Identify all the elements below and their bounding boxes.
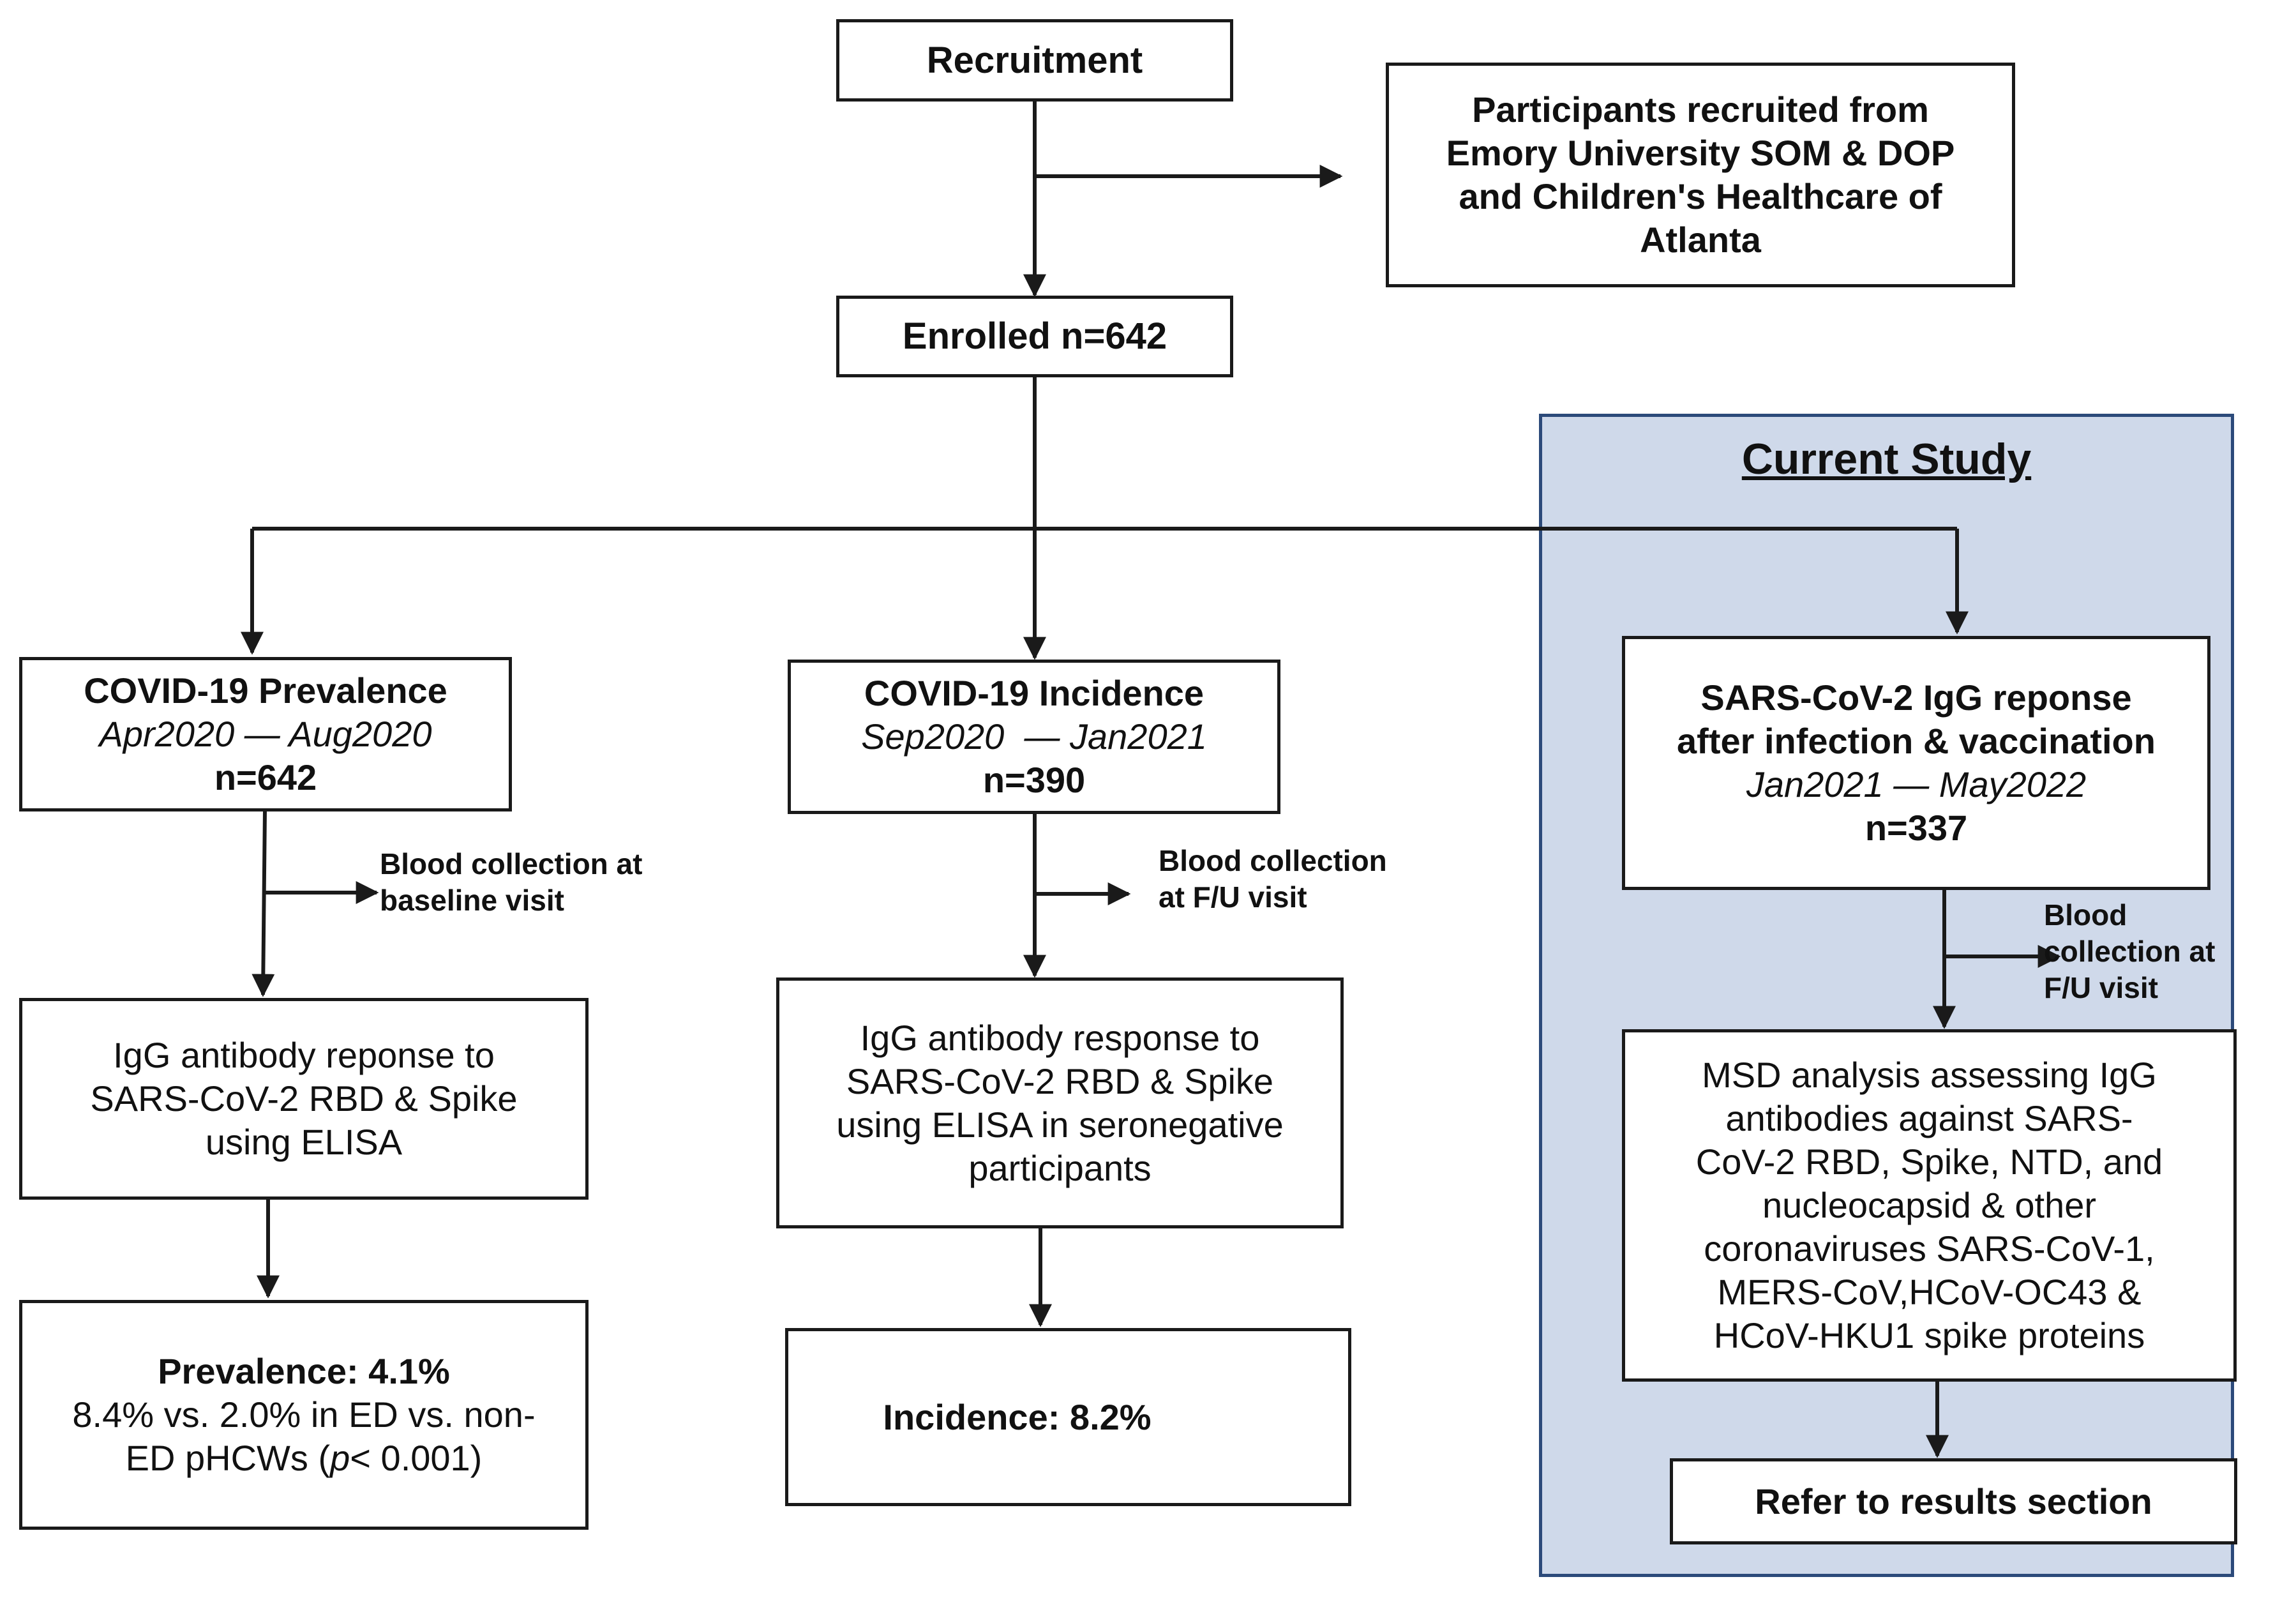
igg-study-title-line1: SARS-CoV-2 IgG reponse bbox=[1700, 677, 2132, 718]
blood-collection-fu-incidence-line: Blood collection bbox=[1159, 844, 1387, 877]
msd-method-box: MSD analysis assessing IgG antibodies ag… bbox=[1622, 1029, 2237, 1382]
blood-collection-fu-current-line: Blood bbox=[2044, 898, 2127, 932]
blood-collection-fu-incidence-line: at F/U visit bbox=[1159, 880, 1307, 914]
recruitment-box: Recruitment bbox=[836, 19, 1233, 102]
msd-method-line: antibodies against SARS- bbox=[1725, 1098, 2133, 1138]
prevalence-study-n: n=642 bbox=[214, 757, 317, 797]
blood-collection-fu-current: Blood collection at F/U visit bbox=[2044, 897, 2215, 1006]
enrolled-box: Enrolled n=642 bbox=[836, 296, 1233, 377]
msd-method-line: MSD analysis assessing IgG bbox=[1702, 1055, 2157, 1095]
participants-line: Emory University SOM & DOP bbox=[1446, 133, 1955, 173]
results-ref-label: Refer to results section bbox=[1755, 1481, 2152, 1521]
msd-method-line: nucleocapsid & other bbox=[1762, 1185, 2096, 1225]
incidence-result-box: Incidence: 8.2% bbox=[785, 1328, 1351, 1506]
prevalence-result-headline: Prevalence: 4.1% bbox=[158, 1351, 450, 1391]
blood-collection-baseline-line: baseline visit bbox=[380, 884, 564, 917]
participants-line: and Children's Healthcare of bbox=[1459, 176, 1942, 216]
blood-collection-baseline-line: Blood collection at bbox=[380, 847, 643, 880]
prevalence-method-line: SARS-CoV-2 RBD & Spike bbox=[90, 1078, 518, 1119]
prevalence-result-line3: ED pHCWs (p< 0.001) bbox=[126, 1437, 483, 1480]
msd-method-line: coronaviruses SARS-CoV-1, bbox=[1704, 1228, 2155, 1269]
igg-study-title-line2: after infection & vaccination bbox=[1677, 721, 2156, 761]
incidence-study-dates: Sep2020 — Jan2021 bbox=[861, 716, 1207, 757]
participants-box: Participants recruited from Emory Univer… bbox=[1386, 63, 2015, 287]
igg-study-dates: Jan2021 — May2022 bbox=[1746, 764, 2087, 804]
prevalence-method-line: using ELISA bbox=[205, 1122, 403, 1162]
msd-method-line: CoV-2 RBD, Spike, NTD, and bbox=[1695, 1142, 2163, 1182]
participants-line: Participants recruited from bbox=[1472, 89, 1929, 130]
arrow-prevalence-method bbox=[251, 810, 275, 997]
blood-collection-baseline: Blood collection at baseline visit bbox=[380, 846, 642, 919]
igg-study-n: n=337 bbox=[1865, 808, 1968, 848]
incidence-method-line: IgG antibody response to bbox=[860, 1017, 1260, 1058]
recruitment-label: Recruitment bbox=[926, 39, 1143, 81]
prevalence-result-line3-post: < 0.001) bbox=[350, 1438, 483, 1478]
enrolled-label: Enrolled n=642 bbox=[902, 315, 1167, 357]
igg-study-box: SARS-CoV-2 IgG reponse after infection &… bbox=[1622, 636, 2210, 890]
prevalence-study-dates: Apr2020 — Aug2020 bbox=[99, 714, 432, 754]
results-ref-box: Refer to results section bbox=[1670, 1458, 2237, 1544]
msd-method-line: HCoV-HKU1 spike proteins bbox=[1713, 1315, 2145, 1355]
incidence-result-headline: Incidence: 8.2% bbox=[883, 1396, 1152, 1437]
incidence-method-line: participants bbox=[968, 1147, 1152, 1188]
prevalence-method-line: IgG antibody reponse to bbox=[113, 1035, 495, 1075]
incidence-method-line: using ELISA in seronegative bbox=[836, 1104, 1284, 1145]
incidence-study-box: COVID-19 Incidence Sep2020 — Jan2021 n=3… bbox=[788, 660, 1280, 814]
prevalence-result-line2: 8.4% vs. 2.0% in ED vs. non- bbox=[72, 1394, 536, 1435]
prevalence-study-box: COVID-19 Prevalence Apr2020 — Aug2020 n=… bbox=[19, 657, 512, 811]
msd-method-line: MERS-CoV,HCoV-OC43 & bbox=[1717, 1272, 2142, 1312]
current-study-title: Current Study bbox=[1741, 435, 2032, 483]
prevalence-result-line3-pre: ED pHCWs ( bbox=[125, 1438, 331, 1478]
incidence-study-title: COVID-19 Incidence bbox=[864, 673, 1204, 713]
blood-collection-fu-current-line: F/U visit bbox=[2044, 971, 2158, 1004]
prevalence-result-p: p bbox=[330, 1438, 350, 1478]
incidence-method-box: IgG antibody response to SARS-CoV-2 RBD … bbox=[776, 977, 1344, 1228]
current-study-panel bbox=[1539, 414, 2234, 1577]
participants-line: Atlanta bbox=[1640, 220, 1761, 260]
blood-collection-fu-current-line: collection at bbox=[2044, 935, 2216, 968]
incidence-study-n: n=390 bbox=[982, 760, 1086, 800]
blood-collection-fu-incidence: Blood collection at F/U visit bbox=[1159, 843, 1387, 916]
prevalence-result-box: Prevalence: 4.1% 8.4% vs. 2.0% in ED vs.… bbox=[19, 1300, 589, 1530]
prevalence-study-title: COVID-19 Prevalence bbox=[84, 670, 447, 711]
incidence-method-line: SARS-CoV-2 RBD & Spike bbox=[846, 1060, 1274, 1101]
prevalence-method-box: IgG antibody reponse to SARS-CoV-2 RBD &… bbox=[19, 998, 589, 1200]
